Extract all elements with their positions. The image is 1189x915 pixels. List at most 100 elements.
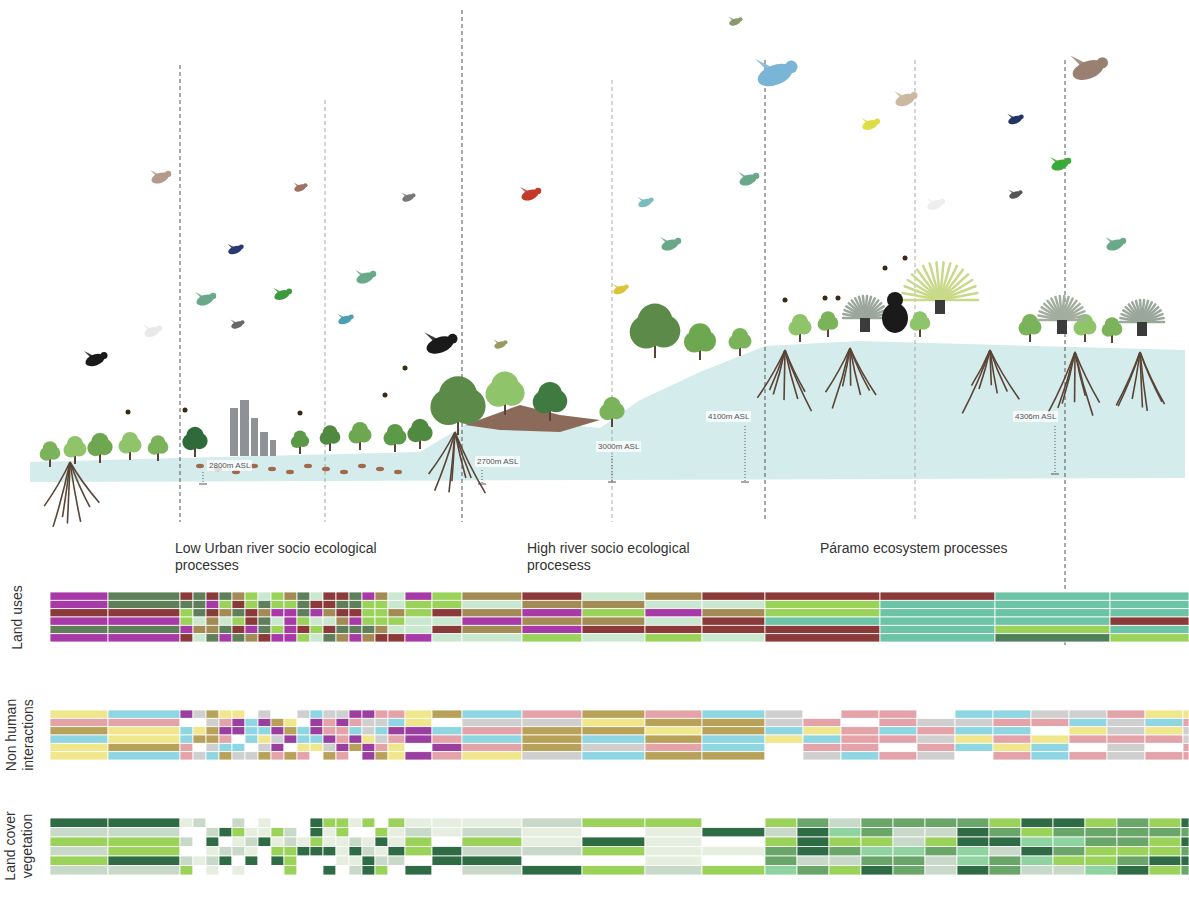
interaction-band-cell [1183,718,1189,726]
land-cover-band-cell [405,828,432,838]
interaction-band-cell [879,752,917,760]
land-cover-band-cell [829,847,861,857]
land-cover-band-cell [219,866,232,876]
land-use-band-cell [1110,592,1189,600]
land-cover-band-cell [522,828,582,838]
interaction-band-cell [180,743,193,751]
row-label: Non human interactions [2,688,36,783]
interaction-band-cell [432,718,462,726]
land-cover-band-cell [1053,866,1085,876]
land-use-band-cell [349,609,362,617]
root [452,432,455,481]
land-cover-band-cell [323,866,336,876]
land-use-band-cell [258,617,271,625]
land-cover-band-cell [432,856,462,866]
interaction-band-cell [245,727,258,735]
interaction-band-cell [1107,743,1145,751]
interaction-band-cell [193,743,206,751]
land-cover-band-cell [702,837,765,847]
land-use-band-cell [108,625,180,633]
land-cover-band-cell [797,828,829,838]
interaction-band-cell [362,727,375,735]
land-use-band-cell [206,617,219,625]
land-use-band-cell [405,609,432,617]
interaction-band-cell [375,718,388,726]
land-use-band-cell [323,592,336,600]
interaction-band-cell [582,710,645,718]
land-cover-band-cell [310,828,323,838]
land-use-band-cell [582,634,645,642]
land-cover-band-cell [297,828,310,838]
land-cover-band-cell [702,818,765,828]
land-use-band-cell [310,592,323,600]
land-cover-band-cell [349,866,362,876]
land-use-band-cell [405,634,432,642]
land-use-band-cell [702,625,765,633]
land-cover-band-cell [522,818,582,828]
interaction-band-cell [108,735,180,743]
land-cover-band-cell [702,866,765,876]
interaction-band-cell [803,743,841,751]
interaction-band-cell [522,743,582,751]
interaction-band-cell [310,752,323,760]
land-cover-band-cell [219,856,232,866]
elevation-label: 2700m ASL [475,456,520,467]
root [850,348,876,395]
land-cover-band-cell [310,837,323,847]
land-use-band-cell [765,609,880,617]
land-cover-band-cell [297,818,310,828]
land-cover-band-cell [375,828,388,838]
land-cover-band-cell [336,837,349,847]
land-use-band-cell [297,634,310,642]
interaction-band-cell [50,735,108,743]
land-use-band-cell [297,592,310,600]
land-use-band-cell [108,592,180,600]
land-cover-band-cell [645,866,702,876]
land-use-band-cell [206,592,219,600]
land-cover-band-cell [297,847,310,857]
land-use-band-cell [462,600,522,608]
land-use-band-cell [375,600,388,608]
land-use-band-cell [1110,634,1189,642]
land-use-band-cell [432,625,462,633]
interaction-band-cell [1145,752,1183,760]
interaction-band-cell [432,727,462,735]
interaction-band-cell [522,735,582,743]
land-cover-band-cell [957,837,989,847]
land-cover-band-cell [108,866,180,876]
interaction-band-cell [405,710,432,718]
land-cover-band-cell [336,818,349,828]
land-cover-band-cell [232,818,245,828]
land-cover-band-cell [388,866,405,876]
interaction-band-cell [232,752,245,760]
interaction-band-cell [336,718,349,726]
land-cover-band-cell [232,828,245,838]
interaction-band-cell [375,727,388,735]
land-cover-band-cell [797,847,829,857]
section-title: Páramo ecosystem processes [820,540,1120,557]
interaction-band-cell [1069,718,1107,726]
interaction-band-cell [310,743,323,751]
interaction-band-cell [432,710,462,718]
interaction-band-cell [219,727,232,735]
land-use-band-cell [995,625,1110,633]
land-cover-band-cell [765,847,797,857]
land-use-band-cell [880,625,995,633]
land-cover-band-cell [1149,818,1181,828]
land-use-band-cell [388,592,405,600]
land-cover-band-cell [1021,828,1053,838]
interaction-band-cell [362,710,375,718]
land-use-band-cell [193,609,206,617]
interaction-band-cell [462,718,522,726]
land-cover-band-cell [336,866,349,876]
land-cover-band-cell [258,818,271,828]
land-use-band-cell [336,600,349,608]
interaction-band-cell [1069,743,1107,751]
land-use-band-cell [336,592,349,600]
land-cover-band-cell [522,866,582,876]
land-use-band-cell [702,592,765,600]
land-use-band-cell [880,617,995,625]
interaction-band-cell [50,743,108,751]
interaction-band-cell [803,727,841,735]
land-use-band-cell [310,600,323,608]
